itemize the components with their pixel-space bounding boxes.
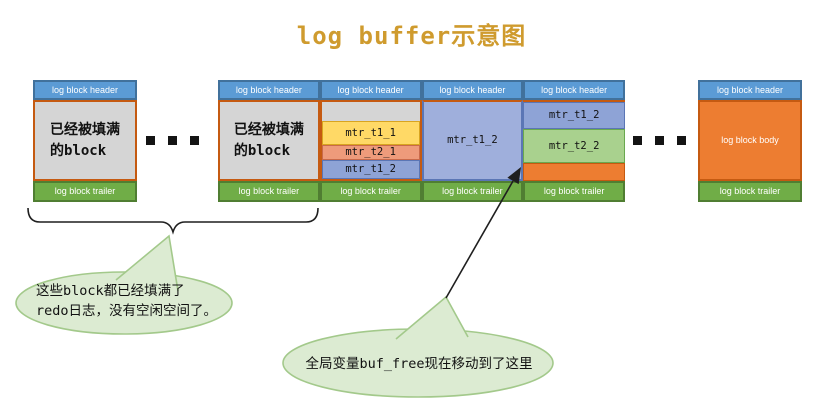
log-block-mtr-t1-2-full: log block header mtr_t1_2 log block trai… <box>421 80 524 202</box>
filled-block-label-line2: 的block <box>233 142 291 159</box>
buf-free-note-text: 全局变量buf_free现在移动到了这里 <box>288 354 550 374</box>
log-block-trailer-label: log block trailer <box>543 186 605 196</box>
log-block-current: log block header mtr_t1_2 mtr_t2_2 log b… <box>523 80 625 202</box>
log-block-trailer: log block trailer <box>33 181 137 202</box>
filled-block-label-line1: 已经被填满 <box>233 121 304 138</box>
log-block-header: log block header <box>319 80 422 100</box>
log-block-filled-1: log block header 已经被填满 的block log block … <box>33 80 137 202</box>
log-block-header: log block header <box>218 80 320 100</box>
log-block-trailer: log block trailer <box>698 181 802 202</box>
log-block-anatomy: log block header log block body log bloc… <box>698 80 802 202</box>
log-block-trailer: log block trailer <box>319 181 422 202</box>
mtr-segment-body: mtr_t1_1 mtr_t2_1 mtr_t1_2 <box>319 100 422 181</box>
log-block-header-label: log block header <box>51 84 119 95</box>
filled-note-line1: 这些block都已经填满了 <box>36 283 185 299</box>
filled-block-label: 已经被填满 的block <box>234 120 304 162</box>
filled-block-body: 已经被填满 的block <box>218 100 320 181</box>
dot <box>168 136 177 145</box>
segment-mtr-t1-2: mtr_t1_2 <box>321 160 420 179</box>
log-block-trailer-label: log block trailer <box>719 186 781 196</box>
speech-bubble-tail <box>395 295 469 340</box>
segment-label: mtr_t2_2 <box>548 139 600 152</box>
filled-block-label: 已经被填满 的block <box>50 120 120 162</box>
log-block-header-label: log block header <box>716 84 784 95</box>
ellipsis-dots-left <box>146 136 199 145</box>
log-block-trailer: log block trailer <box>421 181 524 202</box>
segment-mtr-t1-1: mtr_t1_1 <box>321 121 420 145</box>
log-block-trailer-label: log block trailer <box>238 186 300 196</box>
log-block-trailer: log block trailer <box>523 181 625 202</box>
segment-label: mtr_t2_1 <box>345 146 396 159</box>
buf-free-note-label: 全局变量buf_free现在移动到了这里 <box>305 356 533 372</box>
segment-free-space <box>523 163 625 181</box>
page-title: log buffer示意图 <box>296 22 527 50</box>
log-block-body-label: log block body <box>721 135 779 145</box>
log-block-header: log block header <box>523 80 625 100</box>
log-block-trailer-label: log block trailer <box>54 186 116 196</box>
log-block-header-label: log block header <box>337 84 404 95</box>
filled-note-text: 这些block都已经填满了 redo日志，没有空闲空间了。 <box>36 281 236 321</box>
dot <box>633 136 642 145</box>
log-block-trailer-label: log block trailer <box>340 186 401 196</box>
log-block-header-label: log block header <box>235 84 302 95</box>
dot <box>190 136 199 145</box>
segment-label: mtr_t1_2 <box>548 109 600 122</box>
segment-filled-gray <box>321 102 420 121</box>
segment-mtr-t2-1: mtr_t2_1 <box>321 145 420 160</box>
filled-block-label-line1: 已经被填满 <box>50 121 120 138</box>
segment-mtr-t2-2: mtr_t2_2 <box>523 129 625 163</box>
log-block-body: log block body <box>698 100 802 181</box>
dot <box>655 136 664 145</box>
filled-note-line2: redo日志，没有空闲空间了。 <box>36 303 218 319</box>
dot <box>146 136 155 145</box>
log-block-trailer: log block trailer <box>218 181 320 202</box>
segment-label: mtr_t1_1 <box>345 126 396 139</box>
filled-block-label-line2: 的block <box>50 142 107 159</box>
log-block-header-label: log block header <box>541 84 608 95</box>
underbrace <box>27 207 319 235</box>
ellipsis-dots-right <box>633 136 686 145</box>
current-block-body: mtr_t1_2 mtr_t2_2 <box>523 100 625 181</box>
segment-label: mtr_t1_2 <box>447 134 498 147</box>
log-block-group: log block header 已经被填满 的block log block … <box>218 80 625 202</box>
log-block-mtr-segments: log block header mtr_t1_1 mtr_t2_1 mtr_t… <box>319 80 422 202</box>
log-block-header: log block header <box>421 80 524 100</box>
segment-mtr-t1-2: mtr_t1_2 <box>523 102 625 129</box>
log-block-trailer-label: log block trailer <box>442 186 503 196</box>
dot <box>677 136 686 145</box>
log-block-header: log block header <box>698 80 802 100</box>
segment-label: mtr_t1_2 <box>345 163 396 176</box>
log-block-header: log block header <box>33 80 137 100</box>
filled-block-body: 已经被填满 的block <box>33 100 137 181</box>
mtr-t1-2-body: mtr_t1_2 <box>421 100 524 181</box>
log-block-filled-2: log block header 已经被填满 的block log block … <box>218 80 320 202</box>
log-block-header-label: log block header <box>439 84 506 95</box>
